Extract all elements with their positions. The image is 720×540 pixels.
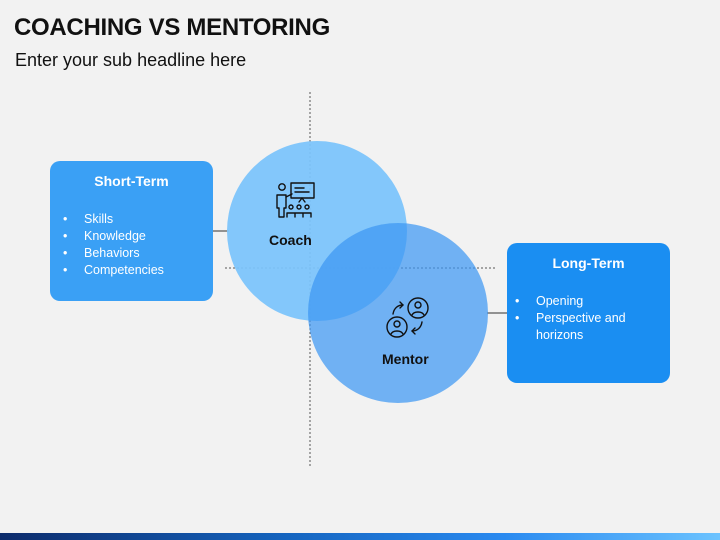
short-term-list: Skills Knowledge Behaviors Competencies: [50, 211, 213, 279]
long-term-list: Opening Perspective and horizons: [507, 293, 670, 344]
presentation-audience-icon: [276, 182, 315, 218]
list-item: Skills: [63, 211, 213, 228]
footer-bar: [0, 533, 720, 540]
short-term-box: Short-Term Skills Knowledge Behaviors Co…: [50, 161, 213, 301]
people-exchange-icon: [386, 297, 429, 338]
short-term-title: Short-Term: [94, 173, 169, 189]
page-title: COACHING VS MENTORING: [14, 14, 330, 41]
list-item-continuation: horizons: [536, 328, 584, 342]
coach-label: Coach: [269, 232, 312, 248]
page-subtitle: Enter your sub headline here: [15, 50, 247, 70]
list-item: Competencies: [63, 262, 213, 279]
long-term-box: Long-Term Opening Perspective and horizo…: [507, 243, 670, 383]
list-item: Behaviors: [63, 245, 213, 262]
list-item: Knowledge: [63, 228, 213, 245]
long-term-title: Long-Term: [552, 255, 625, 271]
mentor-label: Mentor: [382, 351, 429, 367]
list-item-continued: Perspective and: [515, 310, 670, 327]
mentor-circle: [308, 223, 488, 403]
list-item: Opening: [515, 293, 670, 310]
